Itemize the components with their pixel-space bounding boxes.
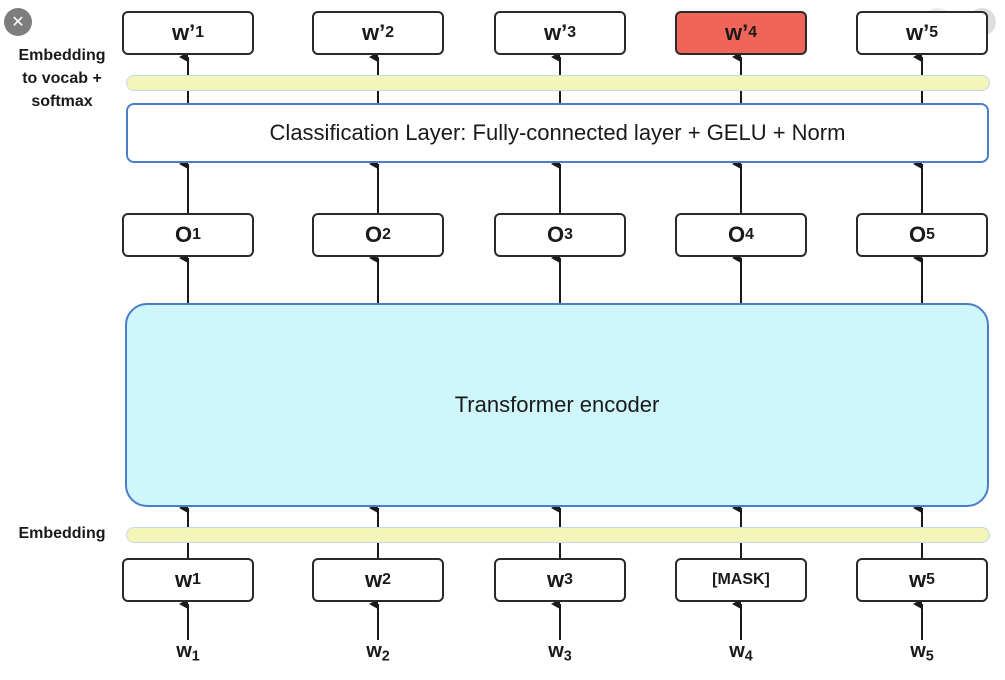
- input-token-box-4: [MASK]: [675, 558, 807, 602]
- close-icon[interactable]: ✕: [4, 8, 32, 36]
- output-token-box-3: w’3: [494, 11, 626, 55]
- input-word-label-3: w3: [548, 640, 572, 665]
- transformer-encoder: Transformer encoder: [125, 303, 989, 507]
- input-word-label-5: w5: [910, 640, 934, 665]
- input-embedding-label: Embedding: [18, 525, 106, 542]
- output-token-box-1: w’1: [122, 11, 254, 55]
- input-word-label-1: w1: [176, 640, 200, 665]
- input-word-label-4: w4: [729, 640, 753, 665]
- output-token-box-4: w’4: [675, 11, 807, 55]
- output-embedding-band: [126, 75, 990, 91]
- output-token-box-2: w’2: [312, 11, 444, 55]
- input-embedding-band: [126, 527, 990, 543]
- input-word-label-2: w2: [366, 640, 390, 665]
- classification-layer: Classification Layer: Fully-connected la…: [126, 103, 989, 163]
- output-embedding-label: Embedding to vocab + softmax: [18, 47, 106, 110]
- output-token-box-5: w’5: [856, 11, 988, 55]
